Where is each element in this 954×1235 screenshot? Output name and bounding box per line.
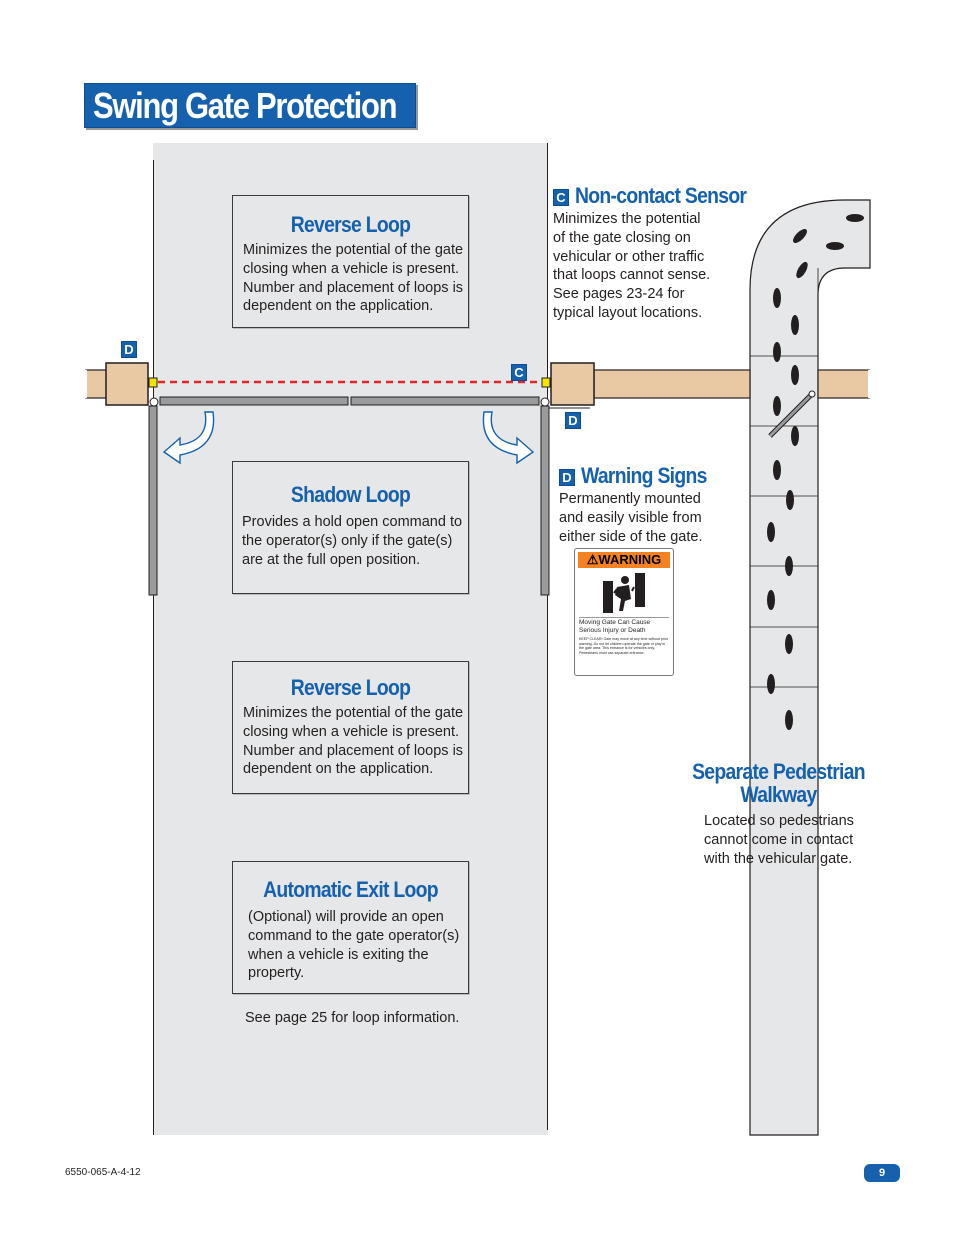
marker-c-right: C [511, 364, 527, 381]
sensor-badge: C [553, 189, 569, 206]
shadow-loop-box: Shadow Loop Provides a hold open command… [232, 461, 469, 594]
walkway-title-line2: Walkway [740, 782, 817, 807]
page-number: 9 [864, 1164, 900, 1182]
sensor-description: Minimizes the potential of the gate clos… [553, 211, 711, 321]
warning-sign-fine-print: KEEP CLEAR! Gate may move at any time wi… [579, 637, 669, 655]
crush-hazard-icon [603, 573, 645, 613]
warning-sign-header: ⚠WARNING [578, 552, 670, 568]
loop-title: Reverse Loop [290, 675, 411, 700]
left-gate-post [105, 362, 149, 406]
walkway-joints [750, 268, 819, 688]
warning-sign-header-text: WARNING [598, 552, 662, 567]
warning-sign-graphic: ⚠WARNING Moving Gate Can Cause Serious I… [574, 548, 674, 676]
swing-arrow-right [482, 411, 535, 465]
gate-leaf-closed-left [159, 396, 349, 406]
loop-description: Provides a hold open command to the oper… [242, 514, 463, 568]
footprints [767, 214, 864, 730]
reverse-loop-box-top: Reverse Loop Minimizes the potential of … [232, 195, 469, 328]
photo-eye-left [148, 377, 158, 388]
loop-info-note: See page 25 for loop information. [245, 1010, 460, 1026]
loop-title: Reverse Loop [290, 212, 411, 237]
page-title: Swing Gate Protection [93, 85, 397, 126]
signs-title: Warning Signs [581, 463, 707, 488]
document-code: 6550-065-A-4-12 [65, 1167, 141, 1178]
warning-sign-caption: Moving Gate Can Cause Serious Injury or … [579, 617, 669, 635]
warning-triangle-icon: ⚠ [586, 552, 599, 567]
walkway-title-line1: Separate Pedestrian [692, 759, 866, 784]
photo-eye-right [541, 377, 551, 388]
sensor-title: Non-contact Sensor [575, 183, 747, 208]
walkway-title: Separate Pedestrian Walkway [676, 760, 881, 806]
marker-d-left: D [121, 341, 137, 358]
loop-description: Minimizes the potential of the gate clos… [243, 705, 464, 778]
loop-description: Minimizes the potential of the gate clos… [243, 242, 464, 315]
signs-badge: D [559, 469, 575, 486]
walkway-description: Located so pedestrians cannot come in co… [704, 813, 854, 867]
right-gate-post [550, 362, 595, 406]
loop-title: Automatic Exit Loop [263, 877, 439, 902]
automatic-exit-loop-box: Automatic Exit Loop (Optional) will prov… [232, 861, 469, 994]
loop-description: (Optional) will provide an open command … [248, 909, 460, 982]
driveway-right-edge [547, 143, 548, 1130]
pedestrian-walkway [749, 199, 871, 1136]
loop-title: Shadow Loop [290, 482, 411, 507]
gate-leaf-open-right [540, 405, 550, 596]
page-title-banner: Swing Gate Protection [84, 83, 416, 128]
signs-description: Permanently mounted and easily visible f… [559, 491, 703, 545]
driveway-left-edge [153, 160, 154, 1135]
gate-leaf-open-left [148, 405, 158, 596]
swing-arrow-left [162, 411, 215, 465]
reverse-loop-box-bottom: Reverse Loop Minimizes the potential of … [232, 661, 469, 794]
gate-leaf-closed-right [350, 396, 540, 406]
marker-d-right: D [565, 412, 581, 429]
